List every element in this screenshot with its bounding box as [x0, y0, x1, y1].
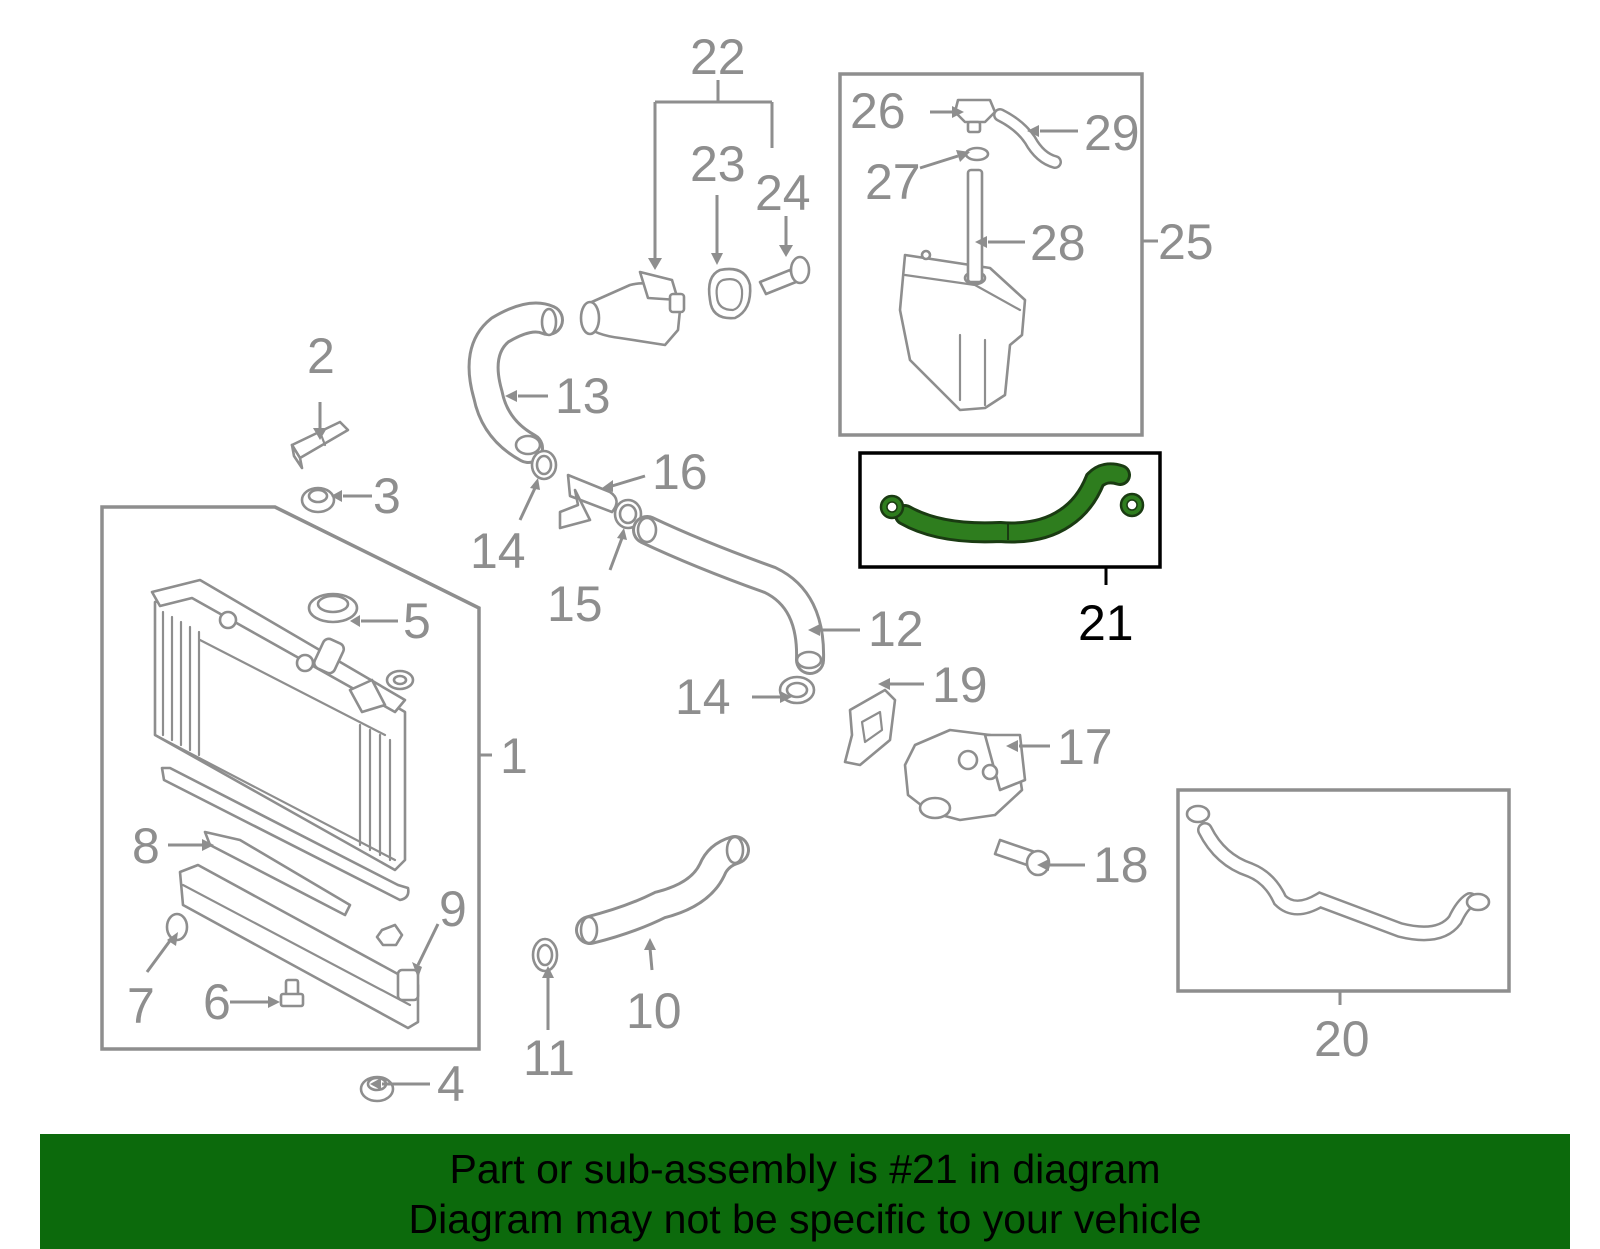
callout-25: 25 [1158, 214, 1214, 270]
callout-labels: 1 2 3 4 5 6 7 8 9 10 11 12 13 14 14 15 1… [127, 29, 1370, 1112]
callout-12: 12 [868, 601, 924, 657]
gasket-part-23[interactable] [707, 267, 752, 320]
callout-23: 23 [690, 136, 746, 192]
o-ring-part-27[interactable] [964, 146, 990, 162]
radiator-cap-part-5[interactable] [307, 592, 359, 624]
part-21-clamp-left [879, 494, 905, 520]
lower-tank-part-9[interactable] [178, 863, 420, 1030]
callout-8: 8 [132, 818, 160, 874]
clamp-part-14-upper[interactable] [530, 449, 558, 481]
callout-4: 4 [437, 1056, 465, 1112]
radiator-part[interactable] [150, 578, 415, 872]
banner-line-1: Part or sub-assembly is #21 in diagram [449, 1146, 1161, 1192]
callout-10: 10 [626, 983, 682, 1039]
callout-15: 15 [547, 576, 603, 632]
callout-17: 17 [1057, 719, 1113, 775]
hose-20-group-box [1176, 788, 1511, 993]
bolt-part-18[interactable] [993, 838, 1051, 877]
callout-16: 16 [652, 444, 708, 500]
clamp-part-11[interactable] [531, 937, 559, 973]
callout-20: 20 [1314, 1011, 1370, 1067]
callout-22: 22 [690, 29, 746, 85]
callout-26: 26 [850, 83, 906, 139]
callout-27: 27 [865, 154, 921, 210]
callout-5: 5 [403, 593, 431, 649]
hose-part-10[interactable] [575, 835, 750, 945]
callout-7: 7 [127, 978, 155, 1034]
callout-28: 28 [1030, 215, 1086, 271]
bolt-part-24[interactable] [758, 255, 811, 296]
clamp-part-15[interactable] [613, 498, 643, 530]
overflow-hose-part-29[interactable] [993, 108, 1062, 169]
thermostat-housing-part-22[interactable] [579, 270, 686, 347]
callout-24: 24 [755, 165, 811, 221]
upper-hose-part-13[interactable] [467, 301, 564, 464]
banner-line-2: Diagram may not be specific to your vehi… [408, 1196, 1202, 1242]
water-outlet-part-17[interactable] [903, 728, 1027, 822]
callout-6: 6 [203, 974, 231, 1030]
o-ring-part-7[interactable] [165, 912, 189, 942]
filler-tube-part-28[interactable] [966, 168, 984, 284]
callout-14-upper: 14 [470, 523, 526, 579]
leader-lines [145, 80, 1342, 1086]
hose-assembly-part-21[interactable] [879, 462, 1145, 544]
grommet-part-3[interactable] [300, 486, 336, 514]
info-banner: Part or sub-assembly is #21 in diagram D… [40, 1134, 1570, 1249]
part-21-clamp-right [1119, 492, 1145, 518]
callout-3: 3 [373, 468, 401, 524]
part-21-hose-fill [897, 465, 1128, 541]
callout-19: 19 [932, 657, 988, 713]
insulator-part-8[interactable] [160, 766, 410, 917]
callout-9: 9 [439, 881, 467, 937]
arrow-heads [167, 106, 1049, 1090]
hose-assembly-part-20[interactable] [1185, 804, 1491, 942]
drain-plug-part-6[interactable] [279, 978, 305, 1008]
callout-1: 1 [500, 728, 528, 784]
gasket-part-19[interactable] [843, 688, 897, 767]
lower-hose-part-12[interactable] [632, 515, 826, 675]
callout-21: 21 [1078, 595, 1134, 651]
callout-2: 2 [307, 328, 335, 384]
callout-29: 29 [1084, 105, 1140, 161]
callout-14-lower: 14 [675, 669, 731, 725]
callout-13: 13 [555, 368, 611, 424]
pipe-fitting-part-16[interactable] [558, 473, 618, 530]
callout-11: 11 [523, 1030, 575, 1086]
callout-18: 18 [1093, 837, 1149, 893]
